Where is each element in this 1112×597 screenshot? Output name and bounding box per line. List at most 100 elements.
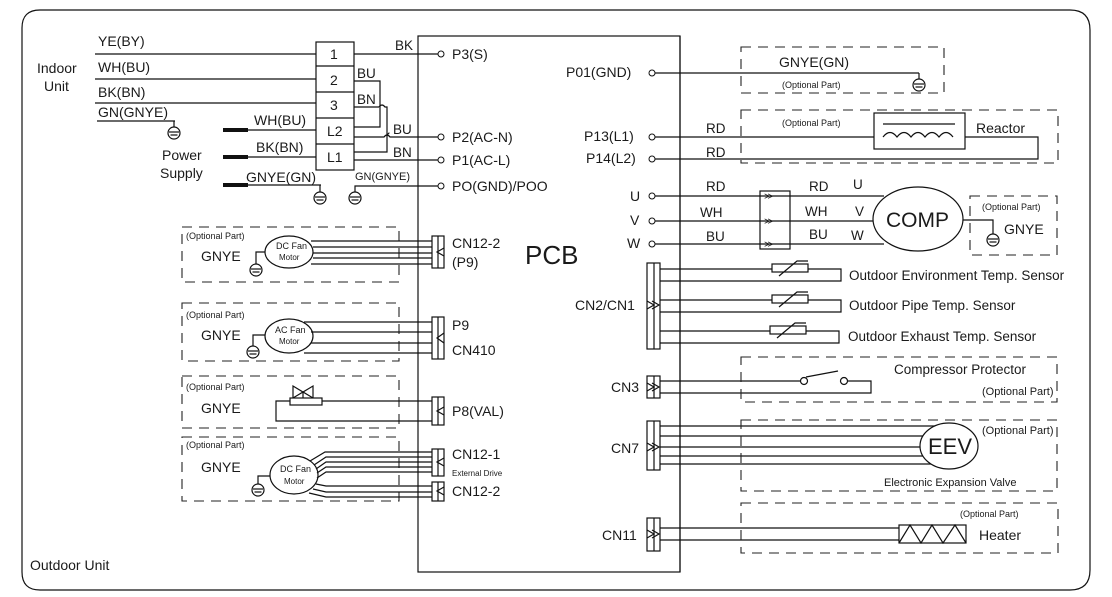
connector-icon: ≫ ≫ ≫ [759, 190, 791, 250]
wire-label-rd-2: RD [706, 145, 726, 160]
port-cn12-2-bottom: CN12-2 [452, 483, 500, 499]
optional-part-label: (Optional Part) [982, 386, 1054, 398]
port-terminal-icon [648, 217, 656, 225]
wire-label-rd-1: RD [706, 121, 726, 136]
ground-label: GNYE [201, 400, 241, 416]
connector-icon [431, 448, 445, 477]
heater-component: CN11 Heater (Optional Part) [602, 502, 1059, 554]
connector-icon [646, 420, 661, 471]
port-cn7: CN7 [611, 440, 639, 456]
comp-wire-in-rd: RD [706, 179, 726, 194]
wire-label-gn: GN(GNYE) [98, 104, 168, 120]
connector-icon [431, 316, 445, 360]
valve-component: (Optional Part) GNYE P8(VAL) [181, 375, 504, 429]
svg-text:≫: ≫ [764, 216, 773, 226]
optional-part-label: (Optional Part) [782, 80, 841, 90]
compressor-protector: CN3 Compressor Protector (Optional Part) [611, 356, 1058, 403]
port-cn12-1: CN12-1 [452, 446, 500, 462]
power-supply-label-1: Power [162, 147, 202, 163]
motor-label-1: AC Fan [275, 325, 306, 335]
motor-label-2: Motor [279, 337, 300, 346]
ground-optional-part: GNYE(GN) (Optional Part) [655, 46, 945, 94]
terminal-3: 3 [330, 97, 338, 113]
ground-icon [246, 345, 260, 359]
outdoor-unit-frame [21, 9, 1091, 591]
comp-wire-out-wh: WH [805, 204, 828, 219]
ground-icon [251, 483, 265, 497]
jumper-label-bu-2: BU [393, 122, 412, 137]
ps-wire-label-wh: WH(BU) [254, 112, 306, 128]
port-cn12-2-top: CN12-2 [452, 235, 500, 251]
jumper-label-bn-2: BN [393, 145, 412, 160]
port-p8: P8(VAL) [452, 403, 504, 419]
port-cn3: CN3 [611, 379, 639, 395]
optional-part-label: (Optional Part) [186, 440, 245, 450]
wire-label-bk: BK(BN) [98, 84, 145, 100]
power-supply-section: Power Supply WH(BU) BK(BN) GNYE(GN) [160, 112, 327, 205]
compressor-icon [872, 186, 964, 252]
port-w: W [627, 235, 641, 251]
connector-icon [431, 396, 445, 426]
compressor-label: COMP [886, 209, 949, 232]
ground-icon [313, 191, 327, 205]
external-drive-label: External Drive [452, 469, 503, 478]
sensor-environment: Outdoor Environment Temp. Sensor [849, 268, 1065, 283]
terminal-jumpers: BK BU BN BU BN GN(GNYE) [348, 38, 438, 205]
eev-component: CN7 EEV (Optional Part) Electronic Expan… [611, 419, 1058, 492]
port-terminal-icon [437, 182, 445, 190]
plug-icon [223, 128, 248, 132]
connector-icon [646, 517, 661, 552]
ac-fan-motor: (Optional Part) GNYE AC Fan Motor P9 CN4… [181, 302, 496, 362]
ground-wire-label: GNYE(GN) [779, 54, 849, 70]
port-terminal-icon [648, 155, 656, 163]
optional-part-label: (Optional Part) [982, 425, 1054, 437]
port-terminal-icon [437, 133, 445, 141]
terminal-l2: L2 [327, 123, 343, 139]
port-terminal-icon [437, 50, 445, 58]
indoor-unit-label-1: Indoor [37, 60, 77, 76]
thermistor-icon [771, 263, 809, 273]
ground-icon [986, 233, 1000, 247]
port-p9-sub: (P9) [452, 254, 478, 270]
port-terminal-icon [648, 69, 656, 77]
heater-label: Heater [979, 527, 1021, 543]
jumper-label-bn: BN [357, 92, 376, 107]
port-po: PO(GND)/POO [452, 178, 548, 194]
jumper-label-bk: BK [395, 38, 413, 53]
dc-fan-motor-2: (Optional Part) GNYE DC Fan Motor CN12-1… [181, 436, 503, 502]
port-terminal-icon [437, 156, 445, 164]
switch-arm [805, 370, 839, 378]
reactor-label: Reactor [976, 120, 1025, 136]
port-cn2-cn1: CN2/CN1 [575, 297, 635, 313]
comp-phase-w: W [851, 228, 864, 243]
optional-part-label: (Optional Part) [782, 118, 841, 128]
connector-icon [431, 235, 445, 269]
comp-wire-in-bu: BU [706, 229, 725, 244]
optional-part-label: (Optional Part) [186, 231, 245, 241]
ground-label: GNYE [201, 327, 241, 343]
comp-ground-label: GNYE [1004, 221, 1044, 237]
heater-icon [898, 523, 967, 545]
port-p2: P2(AC-N) [452, 129, 513, 145]
thermistor-icon [771, 294, 809, 304]
terminal-l1: L1 [327, 149, 343, 165]
outdoor-unit-label: Outdoor Unit [30, 557, 109, 573]
port-terminal-icon [648, 192, 656, 200]
port-p1: P1(AC-L) [452, 152, 510, 168]
comp-wire-out-rd: RD [809, 179, 829, 194]
thermistor-icon [769, 325, 807, 335]
compressor-component: RD WH BU ≫ ≫ ≫ RD WH BU U V W COMP (Opti… [655, 177, 1058, 256]
port-p3: P3(S) [452, 46, 488, 62]
optional-part-label: (Optional Part) [186, 310, 245, 320]
comp-phase-v: V [855, 204, 864, 219]
comp-phase-u: U [853, 177, 863, 192]
port-p13: P13(L1) [584, 128, 634, 144]
eev-label: EEV [928, 434, 972, 459]
port-cn410: CN410 [452, 342, 496, 358]
ground-icon [167, 126, 181, 140]
sensor-pipe: Outdoor Pipe Temp. Sensor [849, 298, 1016, 313]
motor-label-2: Motor [284, 477, 305, 486]
ground-icon [912, 78, 926, 92]
dc-fan-motor-1: (Optional Part) GNYE DC Fan Motor CN12-2… [181, 226, 500, 283]
